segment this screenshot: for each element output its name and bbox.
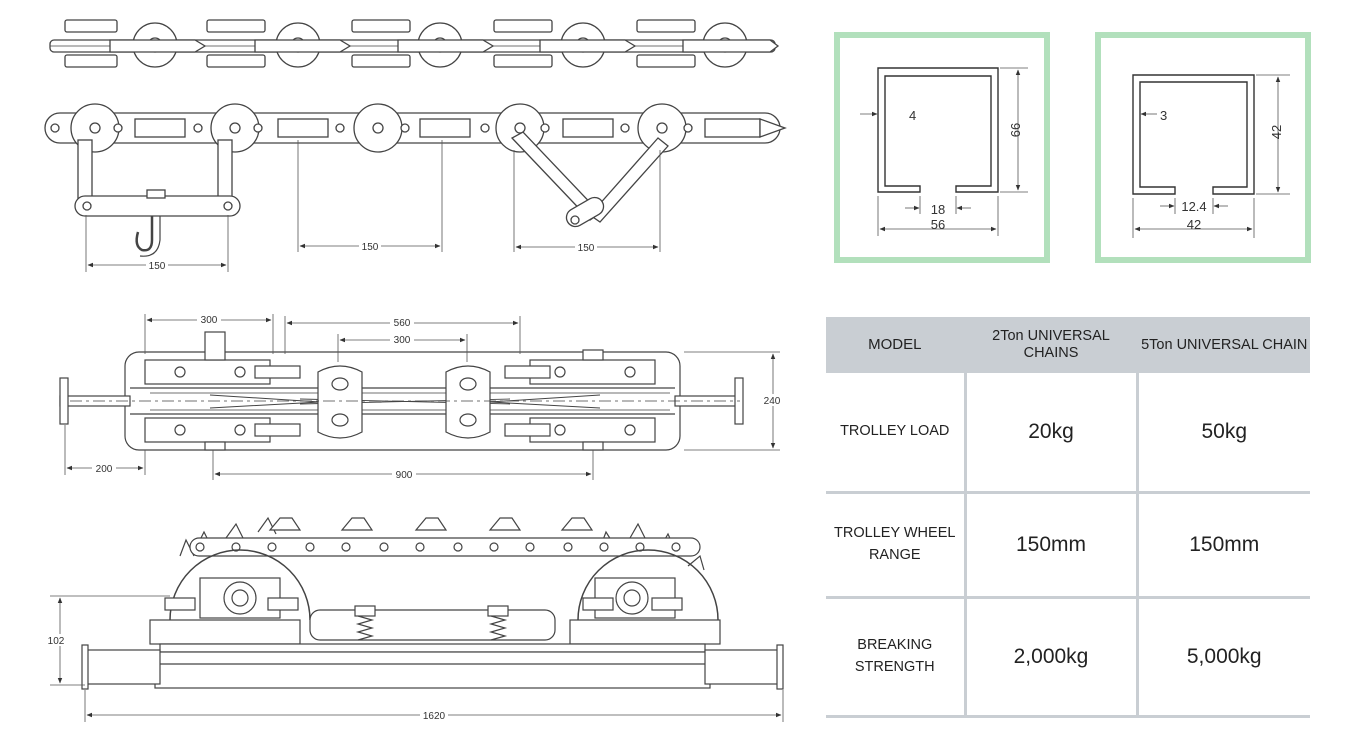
dim-label-150-left: 150 [149,261,166,272]
table-row: BREAKING STRENGTH 2,000kg 5,000kg [826,599,1310,715]
dim-label-1620: 1620 [423,711,446,722]
dim-label-150-middle: 150 [362,242,379,253]
profile-2ton-height: 66 [1008,123,1023,137]
profile-5ton-width: 42 [1187,217,1201,232]
dim-label-300-inner: 300 [394,335,411,346]
dim-label-900: 900 [396,470,413,481]
row-separator [826,491,1310,494]
spec-table: MODEL 2Ton UNIVERSAL CHAINS 5Ton UNIVERS… [826,317,1310,718]
dim-label-300-top: 300 [201,315,218,326]
header-model: MODEL [826,317,965,373]
row-label-wheel-range: TROLLEY WHEEL RANGE [834,525,956,563]
profile-5ton-slot: 12.4 [1181,199,1206,214]
profile-5ton: 3 42 12.4 42 [1095,32,1311,263]
profile-2ton: 4 66 18 56 [834,32,1050,263]
value-5ton-trolley-load: 50kg [1135,373,1310,491]
chain-top-view [49,19,780,68]
chain-side-view [44,103,787,257]
dim-label-200: 200 [96,464,113,475]
value-2ton-trolley-load: 20kg [963,373,1137,491]
dim-label-150-right: 150 [578,243,595,254]
row-separator [826,596,1310,599]
profile-2ton-thickness: 4 [909,108,916,123]
row-separator [826,715,1310,718]
row-label-breaking-strength: BREAKING STRENGTH [854,637,935,675]
value-2ton-wheel-range: 150mm [963,494,1137,596]
header-2ton: 2Ton UNIVERSAL CHAINS [963,317,1137,373]
drive-dimension-labels: 102 1620 [44,634,448,722]
dim-label-560: 560 [394,318,411,329]
row-label-trolley-load: TROLLEY LOAD [840,423,950,440]
header-5ton: 5Ton UNIVERSAL CHAIN [1135,317,1310,373]
profile-2ton-slot: 18 [931,202,945,217]
chain-dimension-labels: 150 150 150 [146,240,597,272]
drive-unit [81,516,784,690]
spec-table-header: MODEL 2Ton UNIVERSAL CHAINS 5Ton UNIVERS… [826,317,1310,373]
value-5ton-breaking-strength: 5,000kg [1135,599,1310,715]
dim-label-240: 240 [764,396,781,407]
table-row: TROLLEY LOAD 20kg 50kg [826,373,1310,491]
trolley-assembly [59,331,744,451]
profile-5ton-thickness: 3 [1160,108,1167,123]
value-5ton-wheel-range: 150mm [1135,494,1310,596]
value-2ton-breaking-strength: 2,000kg [963,599,1137,715]
dim-label-102: 102 [48,636,65,647]
table-row: TROLLEY WHEEL RANGE 150mm 150mm [826,494,1310,596]
trolley-dimension-labels: 300 560 300 240 200 900 [92,313,784,481]
profile-2ton-width: 56 [931,217,945,232]
profile-5ton-height: 42 [1269,125,1284,139]
